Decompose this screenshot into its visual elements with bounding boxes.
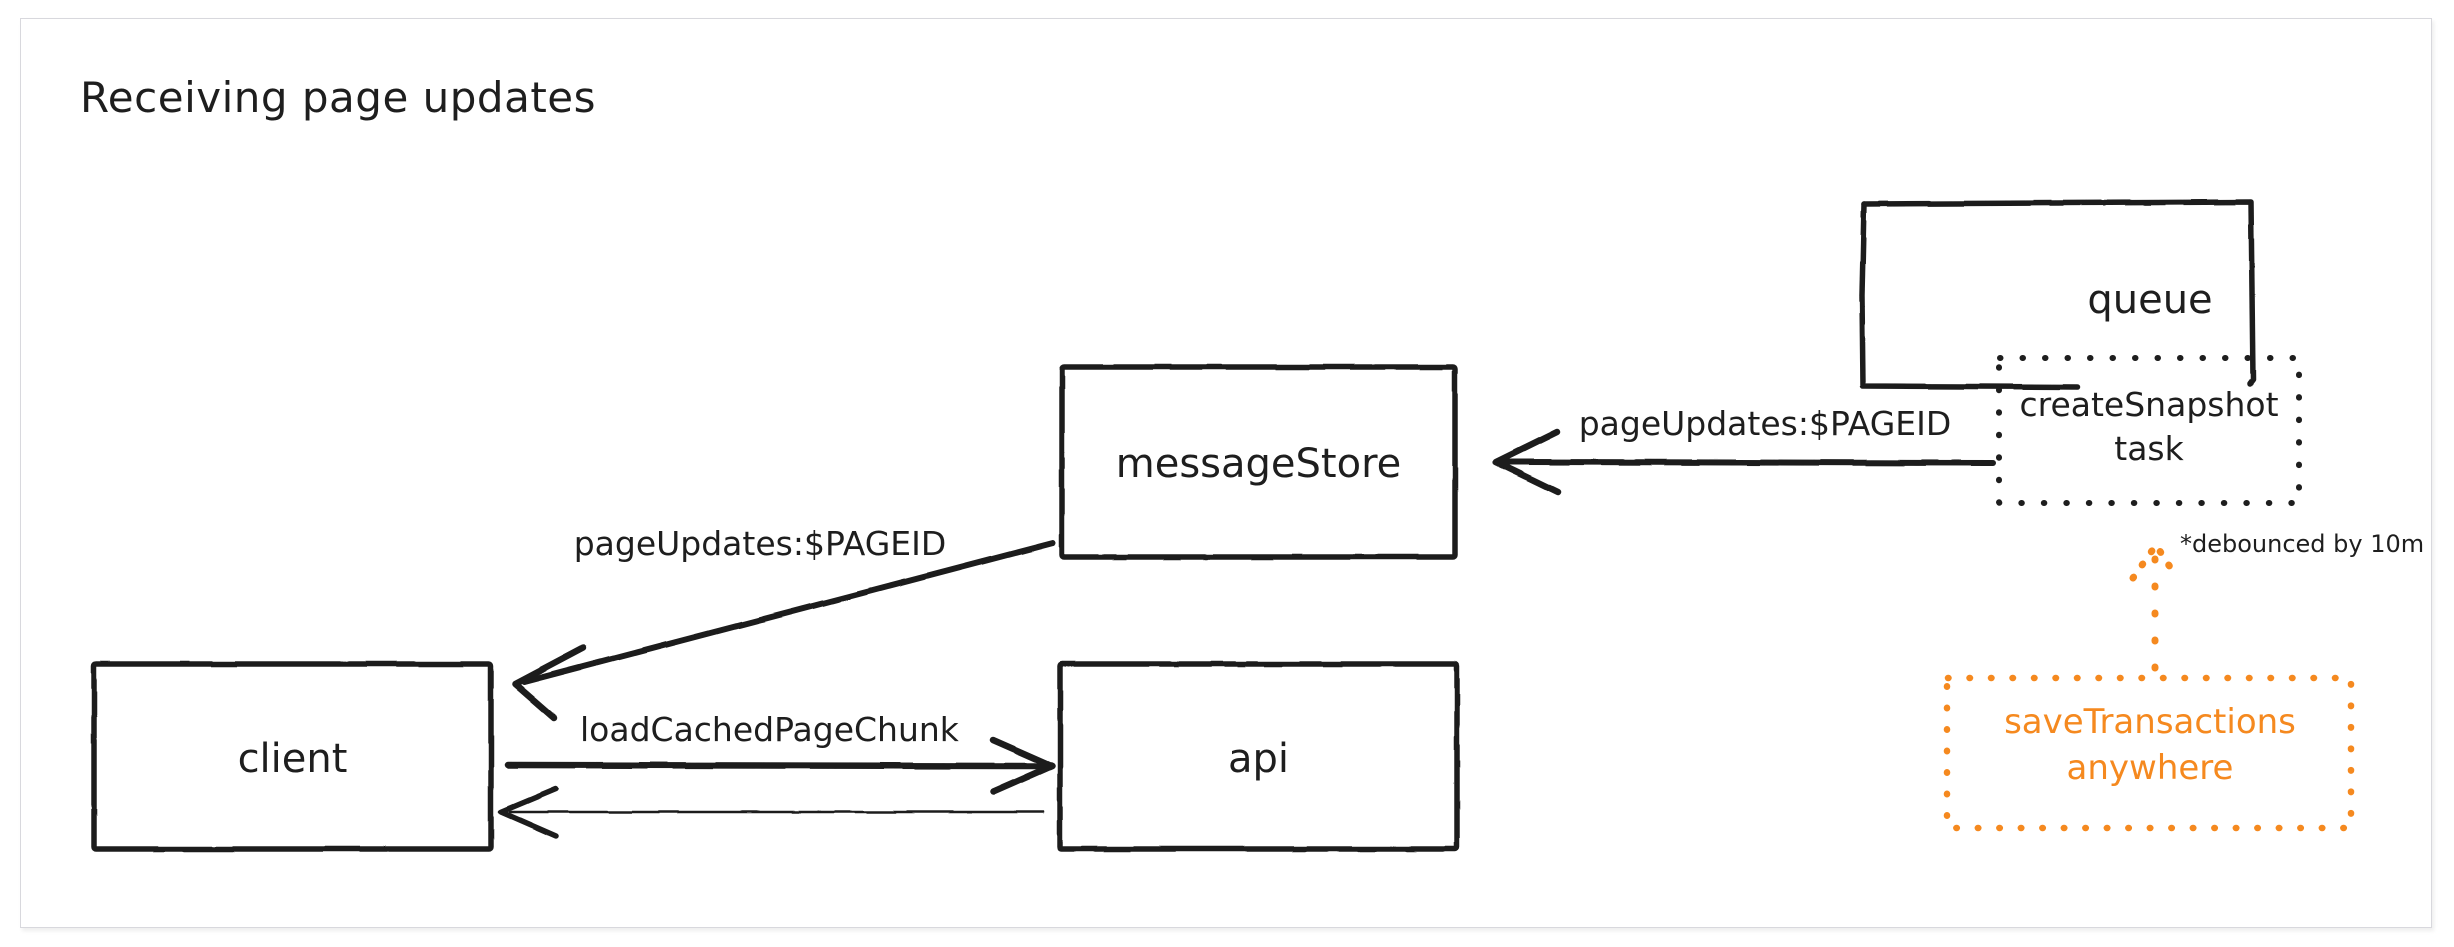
edge-api-to-client[interactable] [498, 786, 1045, 839]
node-client-shape[interactable] [91, 661, 494, 852]
edge-snapshot-to-store[interactable] [1492, 428, 1996, 496]
edge-client-to-api[interactable] [504, 736, 1056, 796]
node-api-shape[interactable] [1057, 661, 1460, 852]
edge-store-to-client[interactable] [511, 540, 1056, 722]
node-createsnapshot-shape[interactable] [1996, 355, 2302, 506]
edge-save-to-snapshot[interactable] [2129, 541, 2181, 672]
node-messagestore-shape[interactable] [1059, 364, 1458, 560]
node-savetransactions-shape[interactable] [1943, 674, 2355, 832]
node-queue-shape[interactable] [1859, 199, 2256, 390]
